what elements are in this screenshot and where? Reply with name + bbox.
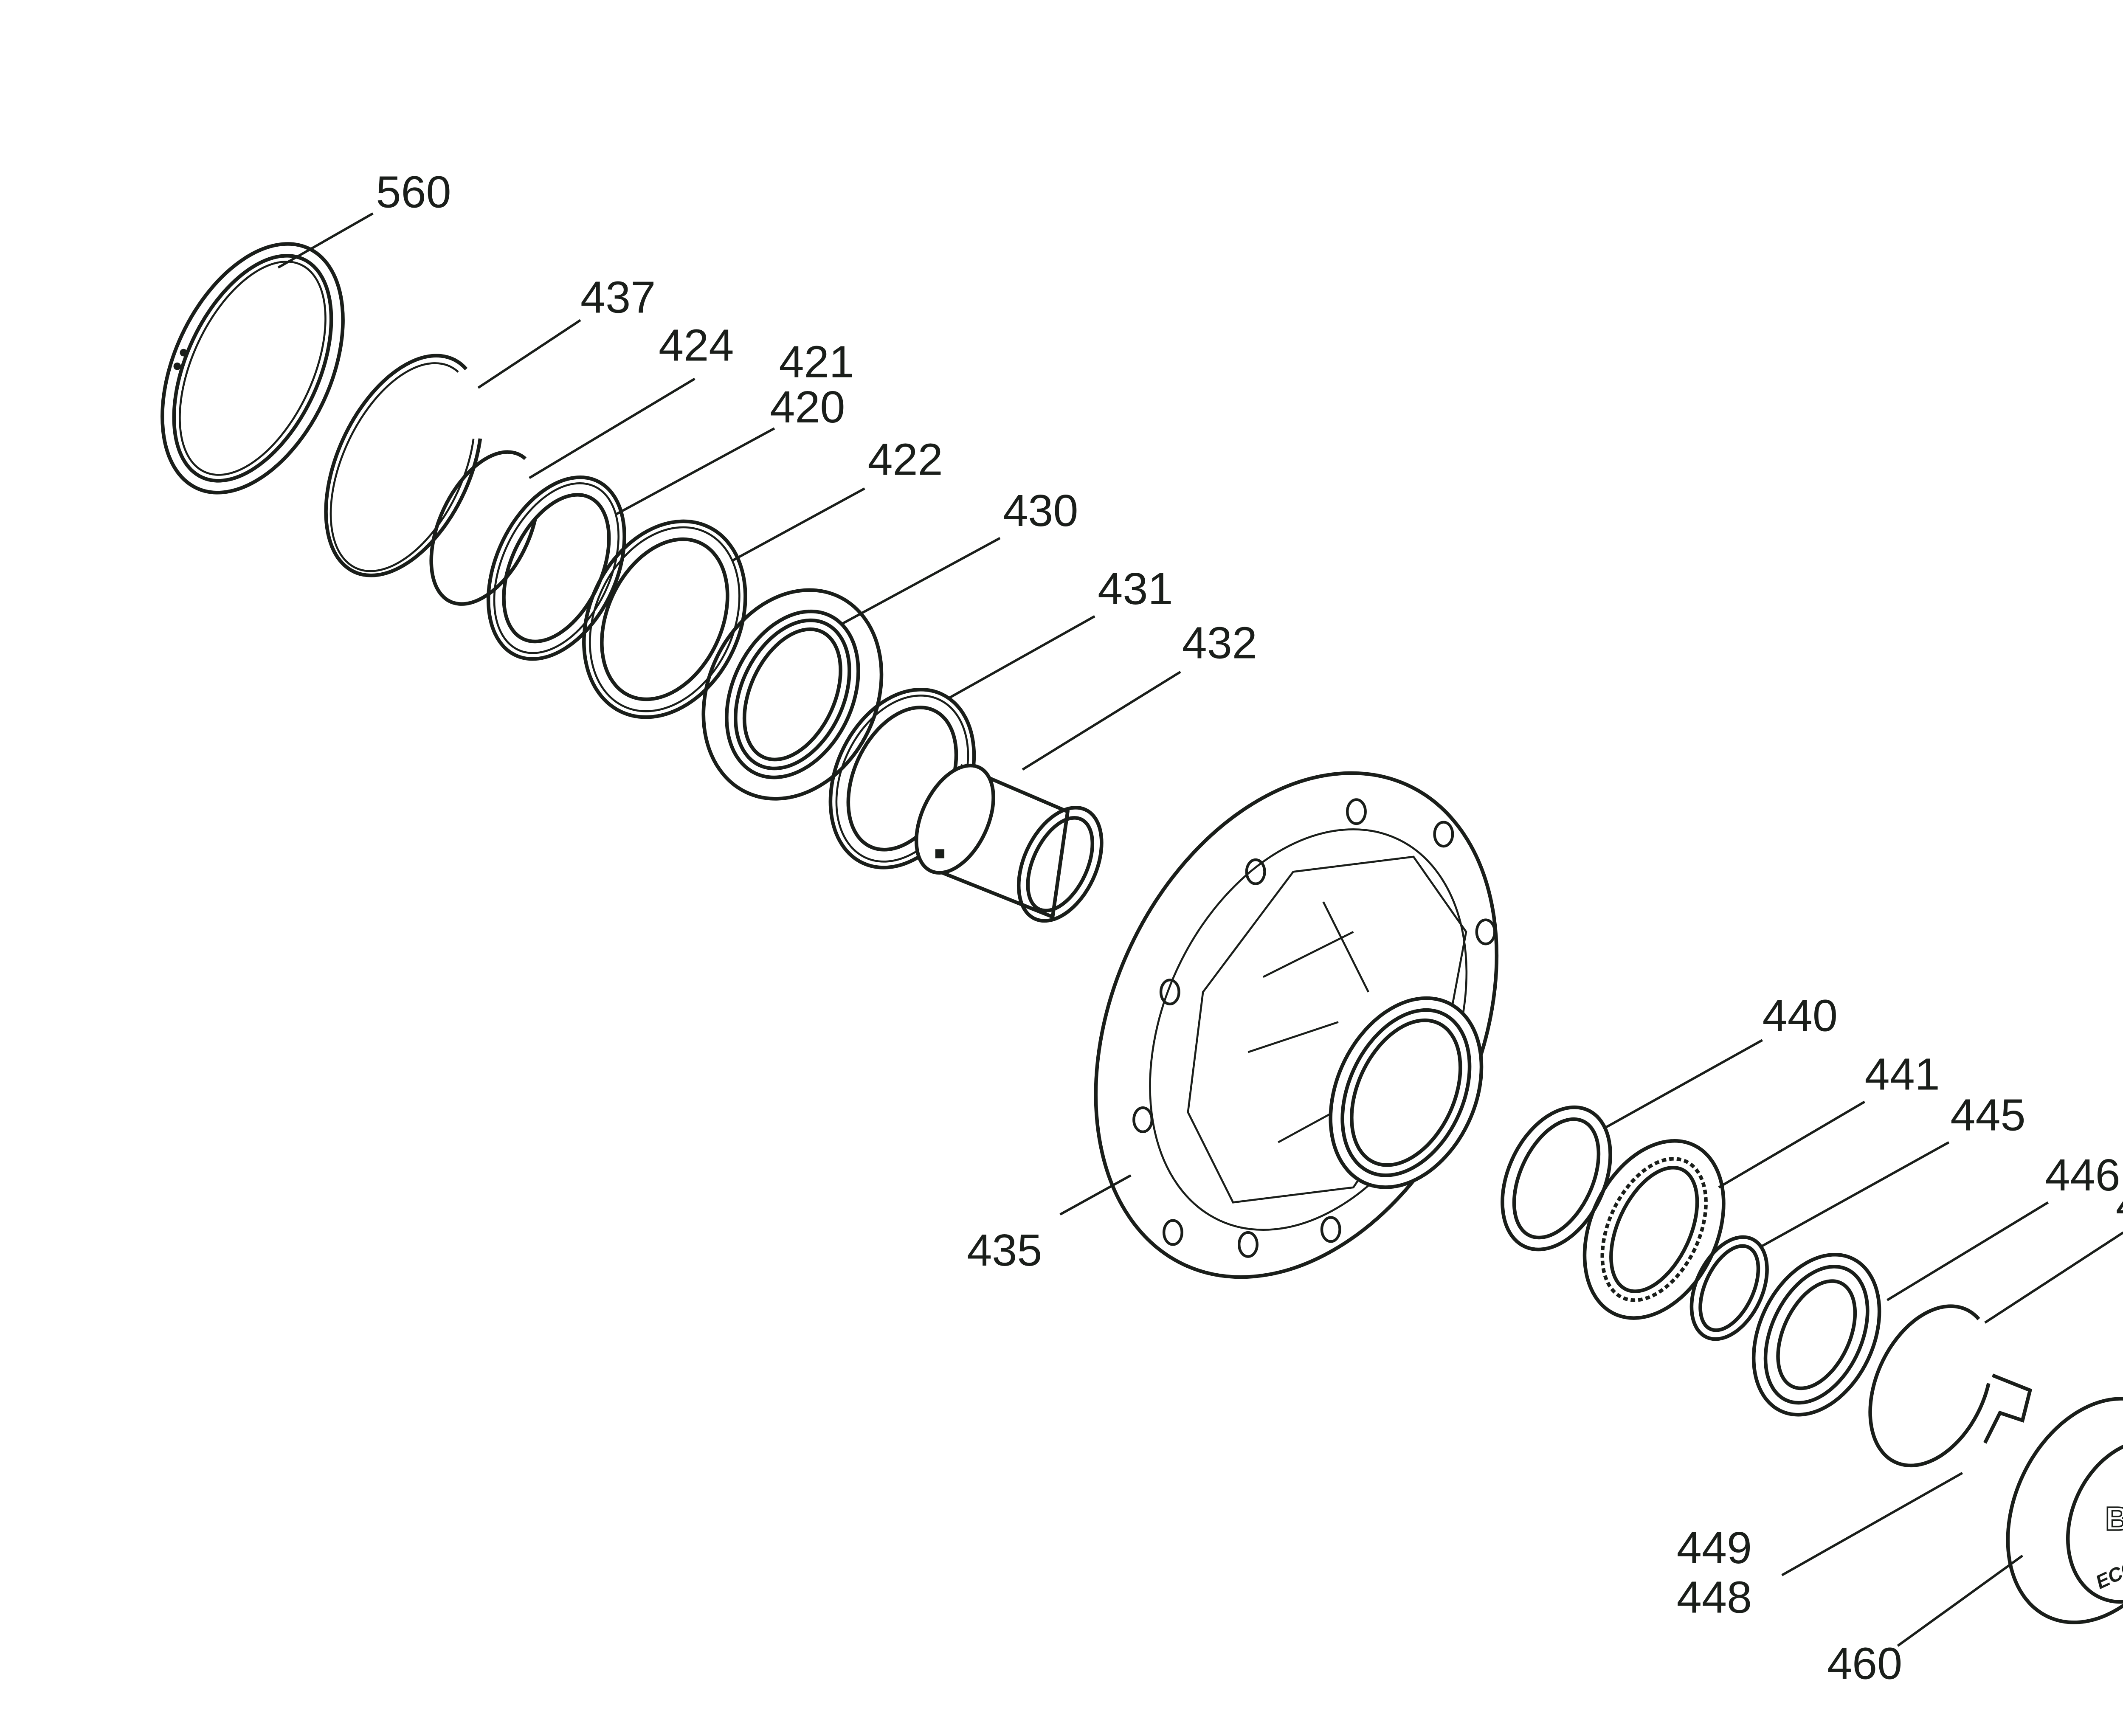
label-420: 420: [770, 382, 845, 432]
label-560: 560: [376, 167, 451, 217]
part-440-seal: [1501, 1105, 1612, 1252]
part-424-snap-ring: [429, 450, 537, 606]
label-446: 446: [2045, 1150, 2120, 1200]
label-432: 432: [1182, 618, 1257, 668]
label-422: 422: [867, 434, 943, 485]
part-437-circlip: [324, 354, 482, 577]
leader-lines: [277, 212, 2123, 1647]
part-560-ring: [160, 242, 345, 495]
label-435: 435: [967, 1225, 1042, 1275]
label-460: 460: [1827, 1638, 1902, 1688]
label-431: 431: [1098, 563, 1173, 614]
part-420-421-seal: [486, 476, 626, 661]
label-421: 421: [779, 337, 854, 387]
part-441-bearing: [1582, 1139, 1726, 1320]
part-435-hub: [1094, 771, 1498, 1279]
part-448-449-clip: [1983, 1373, 2033, 1444]
part-446-nut: [1751, 1253, 1881, 1417]
part-445-washer: [1689, 1235, 1769, 1341]
label-445: 445: [1950, 1089, 2025, 1140]
part-460-hub-cap: BPW ECO Plus: [2006, 1397, 2123, 1624]
label-440: 440: [1763, 990, 1838, 1041]
label-424: 424: [659, 320, 734, 371]
label-449: 449: [1677, 1522, 1752, 1573]
cap-logo-brand: BPW: [2105, 1500, 2123, 1537]
part-438-circlip: [1868, 1304, 1991, 1468]
label-448: 448: [1677, 1572, 1752, 1623]
label-437: 437: [580, 272, 656, 322]
part-432-sleeve: [914, 763, 1104, 923]
label-430: 430: [1003, 485, 1078, 536]
part-430-bearing: [701, 588, 884, 801]
label-441: 441: [1865, 1049, 1940, 1100]
label-438: 438: [2116, 1180, 2123, 1230]
part-422-plate: [582, 519, 747, 719]
